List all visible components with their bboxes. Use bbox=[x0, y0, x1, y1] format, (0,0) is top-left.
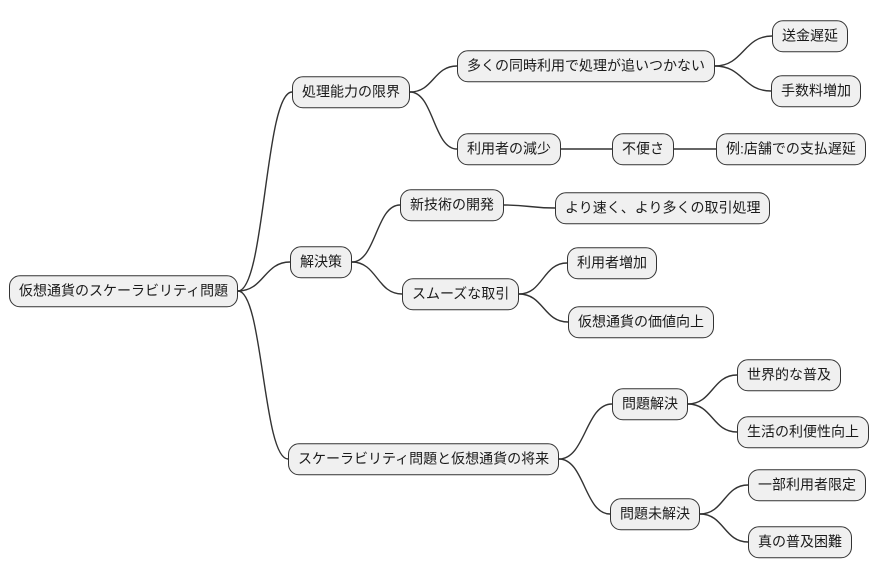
edge-processing_limit-user_decline bbox=[409, 91, 458, 150]
node-adoption-difficult[interactable]: 真の普及困難 bbox=[748, 526, 852, 558]
node-smooth-transactions[interactable]: スムーズな取引 bbox=[402, 278, 520, 310]
edge-processing_limit-overload bbox=[409, 65, 458, 93]
node-solutions[interactable]: 解決策 bbox=[290, 246, 352, 278]
node-future[interactable]: スケーラビリティ問題と仮想通貨の将来 bbox=[288, 443, 560, 475]
node-transfer-delay[interactable]: 送金遅延 bbox=[772, 20, 848, 52]
edge-new_tech-faster_tx bbox=[503, 204, 556, 209]
edge-root-future bbox=[237, 290, 289, 460]
edge-solved-life_convenience bbox=[687, 403, 738, 433]
node-faster-transactions[interactable]: より速く、より多くの取引処理 bbox=[555, 192, 771, 224]
edge-solutions-smooth_tx bbox=[351, 261, 403, 295]
node-overload[interactable]: 多くの同時利用で処理が追いつかない bbox=[457, 50, 715, 82]
node-user-decline[interactable]: 利用者の減少 bbox=[457, 133, 561, 165]
node-user-increase[interactable]: 利用者増加 bbox=[567, 247, 657, 279]
edge-root-processing_limit bbox=[237, 91, 293, 292]
node-global-adoption[interactable]: 世界的な普及 bbox=[737, 359, 841, 391]
edge-smooth_tx-value_up bbox=[518, 293, 569, 323]
node-problem-solved[interactable]: 問題解決 bbox=[612, 388, 688, 420]
edge-future-unsolved bbox=[558, 458, 611, 515]
node-inconvenience[interactable]: 不便さ bbox=[612, 133, 674, 165]
node-life-convenience[interactable]: 生活の利便性向上 bbox=[737, 416, 869, 448]
node-store-payment-example[interactable]: 例:店舗での支払遅延 bbox=[716, 133, 866, 165]
node-value-increase[interactable]: 仮想通貨の価値向上 bbox=[568, 306, 714, 338]
edge-unsolved-limited_users bbox=[699, 484, 749, 515]
edge-future-solved bbox=[558, 403, 613, 460]
edge-overload-transfer_delay bbox=[714, 35, 773, 67]
node-new-tech[interactable]: 新技術の開発 bbox=[400, 189, 504, 221]
edge-unsolved-adoption_difficult bbox=[699, 513, 749, 543]
node-root[interactable]: 仮想通貨のスケーラビリティ問題 bbox=[9, 275, 239, 307]
node-limited-users[interactable]: 一部利用者限定 bbox=[748, 469, 866, 501]
edge-root-solutions bbox=[237, 261, 291, 292]
edge-overload-fee_increase bbox=[714, 65, 772, 92]
node-problem-unsolved[interactable]: 問題未解決 bbox=[610, 498, 700, 530]
edge-solved-global_adoption bbox=[687, 374, 738, 405]
edge-smooth_tx-user_increase bbox=[518, 262, 568, 295]
node-fee-increase[interactable]: 手数料増加 bbox=[771, 75, 861, 107]
node-processing-limit[interactable]: 処理能力の限界 bbox=[292, 76, 410, 108]
edge-solutions-new_tech bbox=[351, 204, 401, 263]
